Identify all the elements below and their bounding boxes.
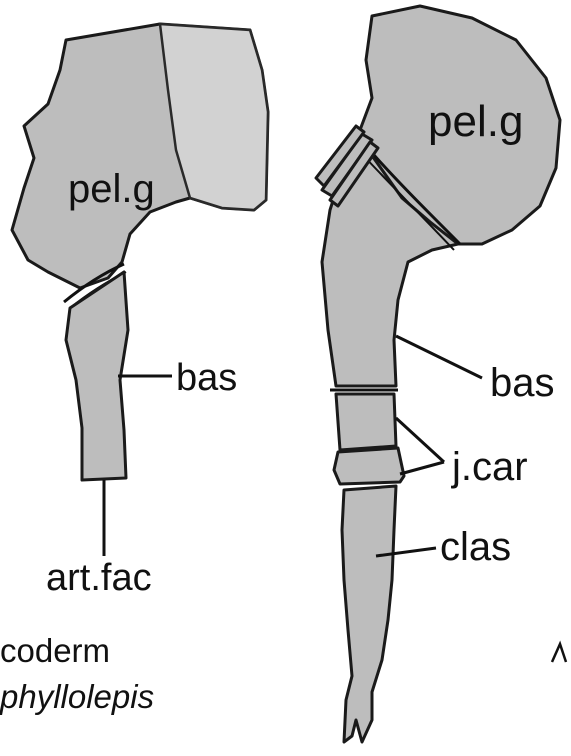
right-bas-leader (396, 336, 482, 378)
right-jcar-leader-2 (400, 462, 444, 474)
left-bas-label: bas (176, 357, 237, 399)
right-j-car-label: j.car (451, 445, 528, 489)
left-pel-g-label: pel.g (68, 167, 155, 211)
right-clas-label: clas (440, 525, 511, 569)
right-joint-cartilage-1 (336, 394, 396, 450)
right-bas-label: bas (490, 361, 555, 405)
caption-line-1: coderm (0, 632, 110, 670)
right-jcar-leader-1 (396, 418, 444, 462)
left-art-fac-label: art.fac (46, 557, 152, 599)
right-clasper (342, 486, 396, 742)
right-pel-g-label: pel.g (428, 97, 523, 146)
left-specimen: pel.g bas art.fac (12, 24, 268, 599)
right-specimen: pel.g bas j.car clas (316, 6, 560, 742)
right-joint-cartilage-2 (334, 448, 404, 484)
caption-line-2: phyllolepis (0, 678, 154, 716)
stray-mark (552, 644, 566, 662)
